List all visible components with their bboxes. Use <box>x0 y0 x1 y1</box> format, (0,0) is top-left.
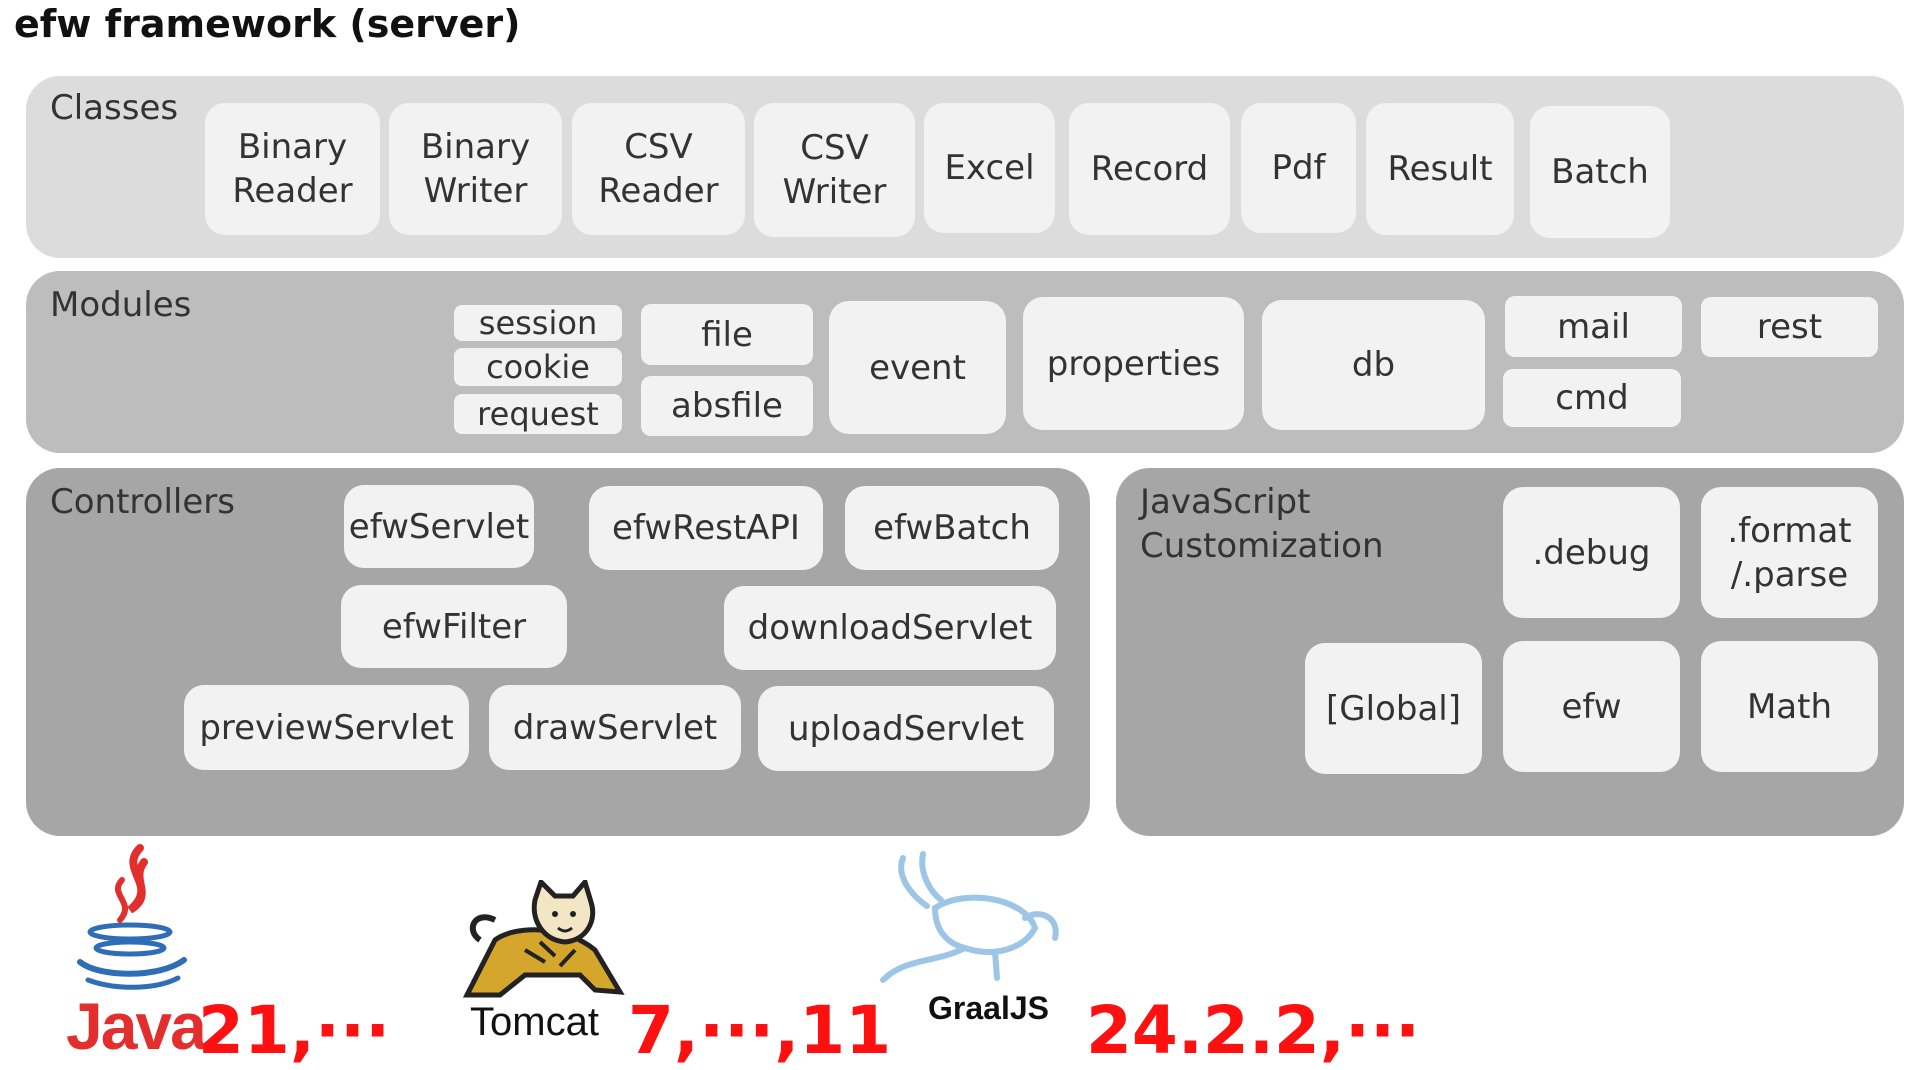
js-customization-label: JavaScript Customization <box>1140 482 1384 566</box>
class-excel: Excel <box>924 103 1055 233</box>
graaljs-name: GraalJS <box>928 990 1049 1026</box>
js-math: Math <box>1701 641 1878 772</box>
modules-label: Modules <box>50 285 192 325</box>
module-rest: rest <box>1701 297 1878 357</box>
tomcat-logo-icon <box>462 880 625 998</box>
java-name: Java <box>66 989 207 1063</box>
controller-efwfilter: efwFilter <box>341 585 567 668</box>
class-result: Result <box>1366 103 1514 235</box>
controller-efwbatch: efwBatch <box>845 486 1059 570</box>
module-mail: mail <box>1505 296 1682 357</box>
class-pdf: Pdf <box>1241 103 1356 233</box>
class-csv-writer: CSV Writer <box>754 103 915 237</box>
controllers-label: Controllers <box>50 482 235 522</box>
controller-uploadservlet: uploadServlet <box>758 686 1054 771</box>
tomcat-name: Tomcat <box>470 1000 599 1044</box>
controller-previewservlet: previewServlet <box>184 685 469 770</box>
diagram-title: efw framework (server) <box>14 2 521 46</box>
class-csv-reader: CSV Reader <box>572 103 745 235</box>
module-file: file <box>641 304 813 365</box>
graaljs-version: 24.2.2,··· <box>1086 992 1421 1069</box>
module-db: db <box>1262 300 1485 430</box>
controller-efwservlet: efwServlet <box>344 485 534 568</box>
tomcat-version: 7,···,11 <box>628 992 892 1069</box>
module-request: request <box>454 394 622 434</box>
module-cookie: cookie <box>454 348 622 386</box>
module-event: event <box>829 301 1006 434</box>
js-debug: .debug <box>1503 487 1680 618</box>
java-logo-icon <box>77 844 187 990</box>
class-record: Record <box>1069 103 1230 235</box>
controller-downloadservlet: downloadServlet <box>724 586 1056 670</box>
module-absfile: absfile <box>641 376 813 436</box>
class-batch: Batch <box>1530 106 1670 238</box>
js-global: [Global] <box>1305 643 1482 774</box>
js-efw: efw <box>1503 641 1680 772</box>
controller-drawservlet: drawServlet <box>489 685 741 770</box>
module-properties: properties <box>1023 297 1244 430</box>
controller-efwrestapi: efwRestAPI <box>589 486 823 570</box>
module-cmd: cmd <box>1503 369 1681 427</box>
class-binary-writer: Binary Writer <box>389 103 562 235</box>
graaljs-logo-icon <box>880 851 1059 983</box>
js-format-parse: .format /.parse <box>1701 487 1878 618</box>
class-binary-reader: Binary Reader <box>205 103 380 235</box>
java-version: 21,··· <box>198 992 391 1069</box>
module-session: session <box>454 304 622 342</box>
classes-label: Classes <box>50 88 179 128</box>
